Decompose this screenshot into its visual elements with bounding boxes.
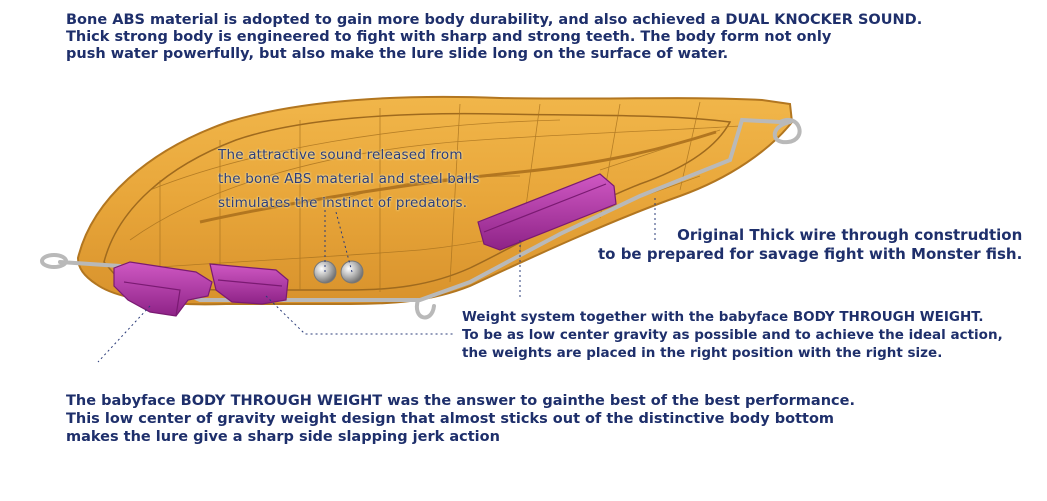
rear-weight: [477, 173, 617, 251]
top-description-line: Thick strong body is engineered to fight…: [66, 29, 832, 45]
weight-callout-line: the weights are placed in the right posi…: [462, 345, 943, 361]
sound-callout-line: stimulates the instinct of predators.: [218, 195, 468, 211]
bottom-description-line: This low center of gravity weight design…: [66, 411, 835, 427]
wire-callout-line: to be prepared for savage fight with Mon…: [598, 245, 1023, 263]
top-description-line: push water powerfully, but also make the…: [66, 46, 729, 62]
lure-inner-wall: [103, 112, 732, 291]
middle-weight: [209, 263, 289, 305]
internal-rib: [199, 130, 717, 224]
top-description: Bone ABS material is adopted to gain mor…: [66, 12, 922, 63]
weight-callout-line: Weight system together with the babyface…: [462, 309, 984, 325]
callout-leader-lines: [97, 198, 656, 363]
front-weight: [113, 261, 213, 317]
wire-callout-line: Original Thick wire through construdtion: [677, 226, 1023, 244]
lure-body: [76, 95, 794, 306]
weight-callout-line: To be as low center gravity as possible …: [462, 327, 1003, 343]
lure-mesh-lines: [119, 101, 741, 292]
weight-callout: Weight system together with the babyface…: [462, 308, 1003, 362]
bottom-description-line: makes the lure give a sharp side slappin…: [66, 429, 500, 445]
bottom-description-line: The babyface BODY THROUGH WEIGHT was the…: [66, 393, 855, 409]
bottom-description: The babyface BODY THROUGH WEIGHT was the…: [66, 392, 855, 446]
sound-callout-line: the bone ABS material and steel balls: [218, 171, 480, 187]
sound-callout-line: The attractive sound released from: [218, 147, 463, 163]
wire-callout: Original Thick wire through construdtion…: [598, 226, 1022, 264]
sound-callout: The attractive sound released from the b…: [218, 143, 480, 215]
top-description-line: Bone ABS material is adopted to gain mor…: [66, 12, 923, 28]
